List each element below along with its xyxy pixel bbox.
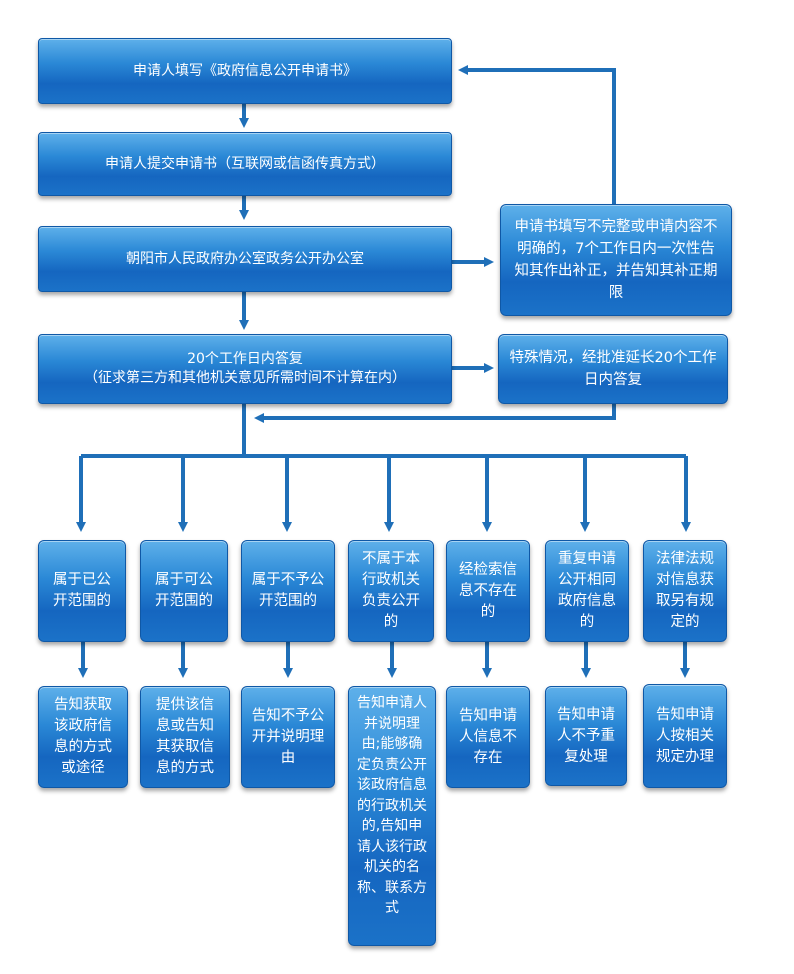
result-no-repeat-handling: 告知申请人不予重复处理: [545, 686, 627, 786]
result-follow-rules: 告知申请人按相关规定办理: [643, 684, 727, 788]
case-info-not-exist: 经检索信息不存在的: [446, 540, 530, 642]
step-submit-application-label: 申请人提交申请书（互联网或信函传真方式）: [105, 155, 385, 172]
case-not-to-be-public: 属于不予公开范围的: [241, 540, 335, 642]
arrow-extension-return: [254, 404, 616, 423]
result-label: 提供该信息或告知其获取信息的方式: [156, 697, 214, 776]
case-label: 经检索信息不存在的: [459, 561, 517, 620]
case-already-public: 属于已公开范围的: [38, 540, 126, 642]
step-fill-application-label: 申请人填写《政府信息公开申请书》: [133, 62, 357, 79]
step-reply-20-days: 20个工作日内答复 （征求第三方和其他机关意见所需时间不计算在内）: [38, 334, 452, 404]
result-label: 告知申请人按相关规定办理: [656, 706, 714, 765]
case-label: 不属于本行政机关负责公开的: [362, 551, 420, 630]
side-incomplete-label: 申请书填写不完整或申请内容不明确的，7个工作日内一次性告知其作出补正，并告知其补…: [514, 219, 718, 301]
result-label: 告知申请人并说明理由;能够确定负责公开该政府信息的行政机关的,告知申请人该行政机…: [357, 695, 427, 916]
arrow-incomplete-return: [458, 65, 616, 204]
result-provide-access-method: 告知获取该政府信息的方式或途径: [38, 686, 128, 788]
case-label: 属于已公开范围的: [53, 572, 111, 609]
case-label: 法律法规对信息获取另有规定的: [656, 551, 714, 630]
step-fill-application: 申请人填写《政府信息公开申请书》: [38, 38, 452, 104]
result-label: 告知获取该政府信息的方式或途径: [54, 697, 112, 776]
step-reply-line2: （征求第三方和其他机关意见所需时间不计算在内）: [84, 370, 406, 386]
result-label: 告知不予公开并说明理由: [251, 707, 325, 766]
case-label: 重复申请公开相同政府信息的: [558, 551, 616, 630]
case-label: 属于可公开范围的: [155, 572, 213, 609]
side-extension-label: 特殊情况，经批准延长20个工作日内答复: [509, 350, 717, 388]
step-submit-application: 申请人提交申请书（互联网或信函传真方式）: [38, 132, 452, 196]
result-info-not-exist: 告知申请人信息不存在: [446, 686, 530, 788]
case-label: 属于不予公开范围的: [251, 572, 325, 609]
result-refuse-with-reason: 告知不予公开并说明理由: [241, 686, 335, 788]
side-extension: 特殊情况，经批准延长20个工作日内答复: [498, 334, 728, 404]
result-label: 告知申请人不予重复处理: [557, 706, 615, 765]
step-public-affairs-office: 朝阳市人民政府办公室政务公开办公室: [38, 226, 452, 292]
step-public-affairs-office-label: 朝阳市人民政府办公室政务公开办公室: [126, 250, 364, 267]
case-can-be-public: 属于可公开范围的: [140, 540, 228, 642]
case-not-this-agency: 不属于本行政机关负责公开的: [348, 540, 434, 642]
case-repeated-request: 重复申请公开相同政府信息的: [545, 540, 629, 642]
result-provide-info: 提供该信息或告知其获取信息的方式: [140, 686, 230, 788]
result-label: 告知申请人信息不存在: [459, 707, 517, 766]
result-refer-other-agency: 告知申请人并说明理由;能够确定负责公开该政府信息的行政机关的,告知申请人该行政机…: [348, 686, 436, 946]
case-law-special-rules: 法律法规对信息获取另有规定的: [643, 540, 727, 642]
side-incomplete-notice: 申请书填写不完整或申请内容不明确的，7个工作日内一次性告知其作出补正，并告知其补…: [500, 204, 732, 316]
step-reply-line1: 20个工作日内答复: [187, 351, 303, 367]
